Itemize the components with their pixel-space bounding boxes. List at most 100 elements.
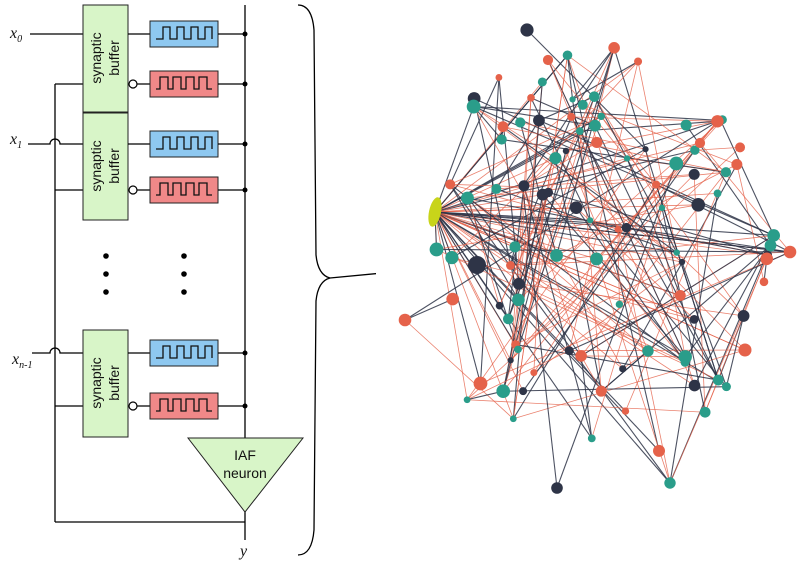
- network-edge: [434, 211, 791, 253]
- neuron-label: IAF: [234, 447, 256, 463]
- network-node: [674, 289, 686, 301]
- network-node: [549, 152, 562, 165]
- network-nodes: [398, 23, 797, 494]
- network-node: [713, 189, 722, 198]
- network-node: [491, 183, 502, 194]
- filter-output-wires: [218, 33, 245, 407]
- input-label-x1: x1: [9, 131, 22, 151]
- network-edge: [515, 344, 719, 381]
- network-edge: [645, 149, 686, 357]
- network-edge: [480, 251, 791, 384]
- network-edge: [600, 245, 771, 392]
- network-edge: [555, 157, 746, 351]
- input-wire-x1: [28, 138, 83, 145]
- network-node: [669, 156, 684, 171]
- network-edge: [515, 261, 683, 345]
- network-node: [429, 242, 444, 257]
- network-edge: [720, 120, 775, 236]
- network-node: [577, 99, 588, 110]
- excitatory-filter-0: [149, 20, 219, 48]
- network-node: [466, 99, 481, 114]
- network-edge: [473, 106, 683, 263]
- network-edge: [449, 77, 500, 185]
- inhibit-inverter: [128, 401, 138, 411]
- excitatory-filter-n1: [149, 339, 219, 367]
- network-edge: [510, 121, 718, 361]
- network-node: [503, 313, 514, 325]
- network-edge: [571, 116, 718, 122]
- input-label-x0: x0: [9, 25, 22, 45]
- network-node: [694, 137, 706, 149]
- network-edge: [580, 355, 602, 392]
- network-edge: [704, 254, 768, 413]
- network-edge: [434, 211, 597, 260]
- network-node: [562, 147, 570, 155]
- network-edge: [637, 61, 678, 253]
- network-node: [587, 217, 594, 224]
- network-edge: [434, 106, 475, 213]
- buffer-output-wires: [128, 33, 150, 407]
- network-edge: [519, 122, 558, 256]
- network-edge: [617, 229, 620, 305]
- network-node: [562, 50, 573, 61]
- inhibit-inverter: [128, 79, 138, 89]
- network-edge: [591, 207, 663, 439]
- network-edge: [473, 106, 596, 127]
- network-node: [721, 382, 731, 392]
- network-node: [527, 94, 535, 102]
- network-node: [764, 239, 777, 252]
- network-node: [575, 127, 584, 136]
- network-edge: [434, 149, 695, 213]
- network-node: [515, 117, 526, 128]
- network-node: [569, 201, 583, 215]
- network-edge: [473, 106, 556, 159]
- network-edge: [589, 219, 727, 388]
- output-label: y: [238, 543, 248, 560]
- network-node: [664, 477, 676, 489]
- network-node: [595, 385, 607, 397]
- network-edge: [566, 55, 574, 100]
- network-node: [614, 225, 622, 233]
- network-node: [507, 357, 514, 364]
- network-edge: [434, 211, 746, 351]
- network-edge: [466, 148, 646, 400]
- network-edge: [600, 116, 744, 317]
- network-edge: [538, 119, 628, 159]
- network-node: [533, 114, 545, 127]
- network-node: [496, 384, 511, 399]
- network-node: [783, 245, 797, 259]
- network-node: [720, 167, 732, 178]
- network-edge: [522, 61, 639, 188]
- network-edge: [725, 315, 745, 387]
- network-node: [518, 180, 530, 192]
- neuron-label: neuron: [223, 465, 267, 481]
- network-edge: [466, 350, 570, 401]
- network-node: [678, 350, 692, 364]
- network-edge: [575, 207, 695, 320]
- feedback-bus: [54, 83, 83, 522]
- network-edge: [473, 106, 503, 140]
- synaptic-buffer-0: [82, 4, 129, 113]
- network-node: [642, 146, 649, 153]
- network-edge: [520, 122, 646, 150]
- network-node: [652, 180, 661, 189]
- grouping-brace: [297, 4, 331, 556]
- input-label-xn1: xn-1: [11, 351, 32, 371]
- network-node: [445, 250, 459, 265]
- network-node: [711, 115, 724, 128]
- network-edge: [510, 120, 540, 361]
- network-node: [446, 292, 459, 306]
- network-node: [495, 74, 503, 81]
- network-node: [542, 54, 554, 66]
- network-edge: [554, 157, 602, 392]
- input-wire-xn1: [32, 347, 83, 354]
- network-edge: [450, 183, 523, 188]
- network-node: [512, 277, 525, 290]
- buffer-label: synaptic: [88, 140, 104, 191]
- network-edge: [479, 77, 500, 384]
- network-node: [735, 142, 746, 153]
- network-edge: [404, 319, 514, 420]
- network-node: [589, 119, 601, 132]
- network-node: [699, 406, 711, 418]
